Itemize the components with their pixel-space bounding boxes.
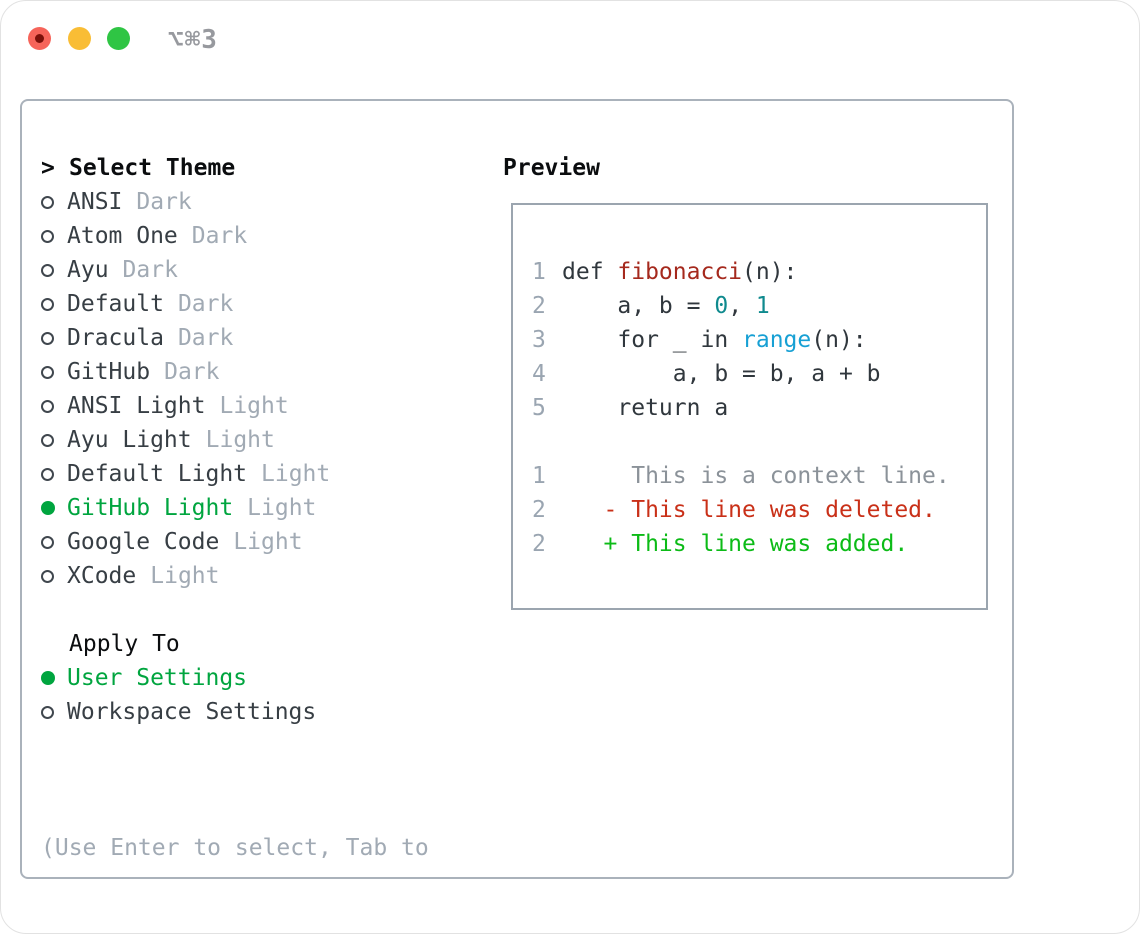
radio-icon — [41, 331, 54, 345]
token-text: (n): — [811, 327, 867, 353]
theme-option-ansi[interactable]: ANSI Dark — [22, 185, 192, 219]
diff-line: 1 This is a context line. — [513, 459, 950, 493]
diff-line: 2 - This line was deleted. — [513, 493, 936, 527]
radio-icon — [41, 569, 54, 583]
line-number: 1 — [532, 259, 546, 285]
theme-option-github[interactable]: GitHub Dark — [22, 355, 219, 389]
code-line: 1 def fibonacci(n): — [513, 255, 797, 289]
token-text: for _ in — [562, 327, 743, 353]
token-text: def — [562, 259, 618, 285]
close-dot-icon — [35, 34, 44, 43]
code-line: 4 a, b = b, a + b — [513, 357, 881, 391]
token-num: 1 — [755, 293, 770, 319]
theme-variant-label: Dark — [164, 359, 220, 385]
theme-variant-label: Light — [219, 393, 289, 419]
theme-option-default-light-label: Default Light — [67, 461, 248, 487]
theme-option-atom-one-label: Atom One — [67, 223, 178, 249]
radio-icon — [41, 229, 54, 243]
select-theme-header: > Select Theme — [41, 151, 235, 185]
line-number: 2 — [532, 497, 546, 523]
theme-option-dracula-label: Dracula — [67, 325, 164, 351]
token-text: a, b = b, a + b — [562, 361, 881, 387]
theme-variant-label: Light — [150, 563, 220, 589]
token-text: a, b = — [562, 293, 715, 319]
theme-variant-label: Light — [247, 495, 317, 521]
token-call: range — [742, 327, 812, 353]
token-func: fibonacci — [617, 259, 743, 285]
radio-icon — [41, 365, 54, 379]
theme-option-ansi-light[interactable]: ANSI Light Light — [22, 389, 289, 423]
code-line: 2 a, b = 0, 1 — [513, 289, 770, 323]
token-num: 0 — [714, 293, 729, 319]
theme-option-default-label: Default — [67, 291, 164, 317]
apply-option-workspace-settings[interactable]: Workspace Settings — [22, 695, 316, 729]
close-button[interactable] — [28, 27, 51, 50]
theme-option-github-light-label: GitHub Light — [67, 495, 234, 521]
apply-option-user-settings[interactable]: User Settings — [22, 661, 247, 695]
line-number: 3 — [532, 327, 546, 353]
radio-icon — [41, 467, 54, 481]
token-added: + This line was added. — [562, 531, 909, 557]
radio-icon — [41, 263, 54, 277]
token-text: , — [728, 293, 756, 319]
hint-text: (Use Enter to select, Tab to change focu… — [41, 835, 429, 861]
radio-icon — [41, 195, 54, 209]
window-title-shortcut: ⌥⌘3 — [168, 25, 218, 55]
line-number: 5 — [532, 395, 546, 421]
theme-variant-label: Dark — [191, 223, 248, 249]
token-deleted: - This line was deleted. — [562, 497, 936, 523]
radio-icon — [41, 297, 54, 311]
theme-option-ayu-light[interactable]: Ayu Light Light — [22, 423, 275, 457]
radio-selected-icon — [41, 671, 55, 685]
radio-icon — [41, 433, 54, 447]
theme-option-github-label: GitHub — [67, 359, 151, 385]
radio-icon — [41, 705, 54, 719]
apply-option-workspace-settings-label: Workspace Settings — [67, 699, 317, 725]
line-number: 2 — [532, 531, 546, 557]
line-number: 4 — [532, 361, 546, 387]
theme-option-atom-one[interactable]: Atom One Dark — [22, 219, 247, 253]
token-text: return a — [562, 395, 729, 421]
preview-title: Preview — [503, 155, 600, 181]
radio-selected-icon — [41, 501, 55, 515]
diff-line: 2 + This line was added. — [513, 527, 908, 561]
theme-option-default[interactable]: Default Dark — [22, 287, 233, 321]
theme-option-ayu[interactable]: Ayu Dark — [22, 253, 178, 287]
line-number: 2 — [532, 293, 546, 319]
theme-variant-label: Light — [233, 529, 303, 555]
theme-option-ansi-label: ANSI — [67, 189, 123, 215]
token-text: (n): — [742, 259, 798, 285]
token-context: This is a context line. — [562, 463, 950, 489]
theme-variant-label: Dark — [177, 291, 234, 317]
theme-variant-label: Light — [205, 427, 275, 453]
theme-option-ayu-label: Ayu — [67, 257, 109, 283]
zoom-button[interactable] — [107, 27, 130, 50]
radio-icon — [41, 399, 54, 413]
theme-option-github-light[interactable]: GitHub Light Light — [22, 491, 316, 525]
theme-option-ansi-light-label: ANSI Light — [67, 393, 206, 419]
select-theme-title: Select Theme — [69, 155, 236, 181]
prompt-caret-icon: > — [41, 155, 55, 181]
line-number: 1 — [532, 463, 546, 489]
code-line — [513, 425, 562, 459]
minimize-button[interactable] — [68, 27, 91, 50]
code-line: 3 for _ in range(n): — [513, 323, 867, 357]
theme-option-google-code[interactable]: Google Code Light — [22, 525, 303, 559]
theme-option-ayu-light-label: Ayu Light — [67, 427, 192, 453]
theme-variant-label: Dark — [122, 257, 178, 283]
theme-option-xcode-label: XCode — [67, 563, 137, 589]
theme-option-xcode[interactable]: XCode Light — [22, 559, 220, 593]
theme-variant-label: Dark — [177, 325, 234, 351]
theme-variant-label: Dark — [136, 189, 192, 215]
apply-option-user-settings-label: User Settings — [67, 665, 248, 691]
theme-option-dracula[interactable]: Dracula Dark — [22, 321, 233, 355]
code-line: 5 return a — [513, 391, 728, 425]
radio-icon — [41, 535, 54, 549]
theme-option-google-code-label: Google Code — [67, 529, 220, 555]
theme-variant-label: Light — [261, 461, 331, 487]
apply-to-header: Apply To — [69, 631, 180, 657]
theme-option-default-light[interactable]: Default Light Light — [22, 457, 330, 491]
